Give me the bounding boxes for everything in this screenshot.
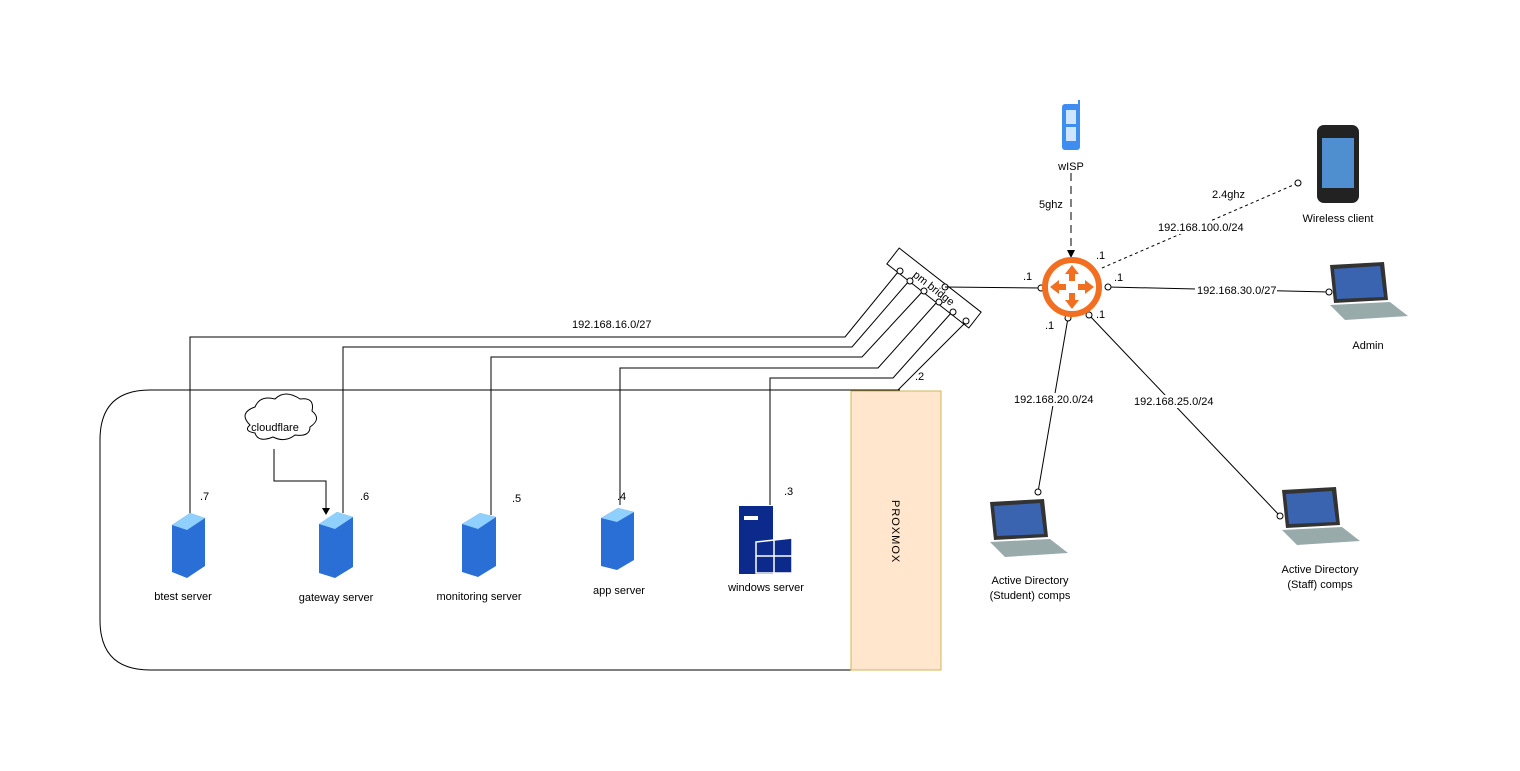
server-label: btest server bbox=[154, 591, 212, 603]
router-ip-student: .1 bbox=[1045, 320, 1054, 332]
server-label: monitoring server bbox=[437, 591, 522, 603]
wisp-link-label: 5ghz bbox=[1039, 199, 1063, 211]
gateway-server[interactable] bbox=[319, 512, 353, 578]
router-ip-bridge: .1 bbox=[1023, 271, 1032, 283]
arrow-head-icon bbox=[1067, 250, 1075, 258]
wireless-subnet-label: 192.168.100.0/24 bbox=[1158, 222, 1244, 234]
server-label: windows server bbox=[727, 582, 804, 594]
ad-student-label-1: Active Directory bbox=[991, 575, 1069, 587]
cloud-icon[interactable] bbox=[244, 393, 317, 441]
smartphone-icon[interactable] bbox=[1317, 125, 1359, 203]
wireless-band-label: 2.4ghz bbox=[1212, 189, 1245, 201]
proxmox-label: PROXMOX bbox=[889, 500, 901, 563]
server-label: gateway server bbox=[299, 592, 374, 604]
monitoring-server[interactable] bbox=[462, 513, 496, 577]
router-ip-wireless: .1 bbox=[1096, 250, 1105, 262]
router-ip-admin: .1 bbox=[1114, 272, 1123, 284]
server-label: app server bbox=[593, 585, 645, 597]
proxmox-host-container bbox=[99, 389, 900, 671]
admin-laptop-icon[interactable] bbox=[1330, 262, 1408, 320]
staff-laptop-icon[interactable] bbox=[1282, 487, 1360, 545]
windows-server-icon[interactable] bbox=[739, 506, 793, 574]
wisp-device-icon[interactable] bbox=[1062, 100, 1080, 150]
proxmox-ip-label: .2 bbox=[915, 371, 924, 383]
ad-staff-label-1: Active Directory bbox=[1281, 564, 1359, 576]
server-ip: .6 bbox=[360, 491, 369, 503]
bridge-ports bbox=[896, 267, 970, 325]
admin-label: Admin bbox=[1352, 340, 1383, 352]
server-links bbox=[189, 271, 967, 520]
admin-subnet-label: 192.168.30.0/27 bbox=[1197, 285, 1277, 297]
router-icon[interactable] bbox=[1042, 257, 1102, 317]
ad-student-label-2: (Student) comps bbox=[990, 590, 1071, 602]
router-ip-staff: .1 bbox=[1096, 309, 1105, 321]
server-ip: .3 bbox=[784, 486, 793, 498]
wisp-label: wISP bbox=[1057, 161, 1084, 173]
btest-server[interactable] bbox=[172, 513, 205, 578]
server-ip: .5 bbox=[512, 493, 521, 505]
wireless-client-label: Wireless client bbox=[1303, 213, 1374, 225]
student-laptop-icon[interactable] bbox=[990, 499, 1068, 557]
staff-subnet-label: 192.168.25.0/24 bbox=[1134, 396, 1214, 408]
proxmox-box[interactable] bbox=[850, 390, 942, 671]
server-ip: .7 bbox=[200, 491, 209, 503]
app-server[interactable] bbox=[601, 508, 634, 570]
arrow-head-icon bbox=[322, 508, 330, 515]
pm-bridge[interactable]: pm bridge bbox=[886, 247, 982, 329]
student-subnet-label: 192.168.20.0/24 bbox=[1014, 394, 1094, 406]
server-ip: .4 bbox=[617, 491, 626, 503]
ad-staff-label-2: (Staff) comps bbox=[1287, 579, 1353, 591]
cloudflare-label: cloudflare bbox=[251, 422, 299, 434]
server-subnet-label: 192.168.16.0/27 bbox=[572, 319, 652, 331]
